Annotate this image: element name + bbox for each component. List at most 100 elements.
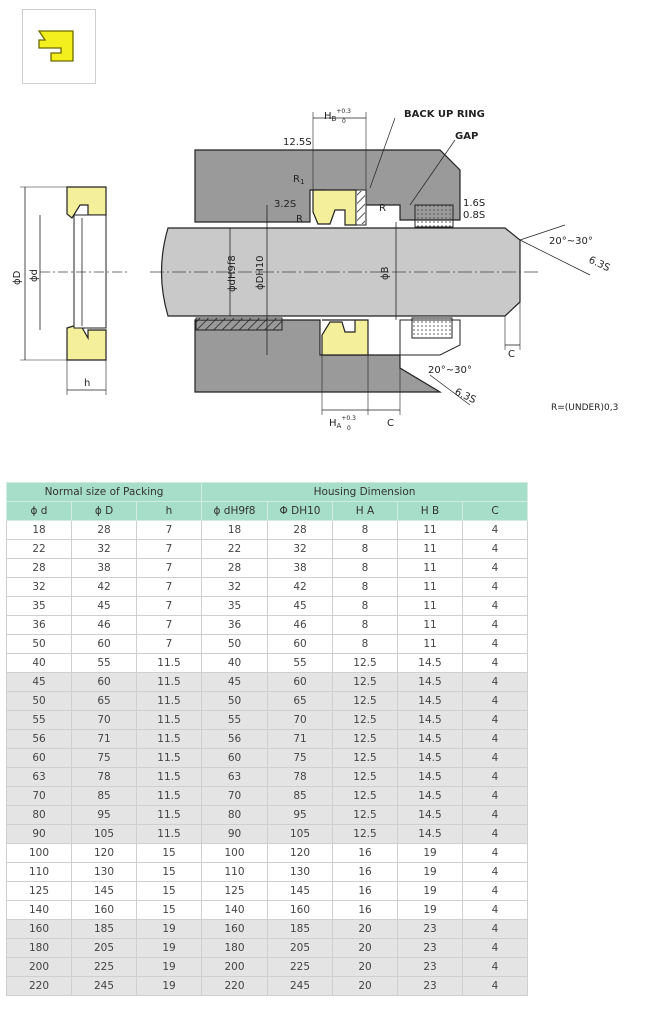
column-header: Φ DH10 bbox=[267, 501, 333, 521]
table-cell: 14.5 bbox=[397, 748, 463, 768]
table-cell: 11 bbox=[397, 634, 463, 654]
table-cell: 12.5 bbox=[332, 672, 398, 692]
table-cell: 205 bbox=[267, 938, 333, 958]
table-cell: 7 bbox=[136, 520, 202, 540]
table-cell: 23 bbox=[397, 938, 463, 958]
table-cell: 55 bbox=[201, 710, 268, 730]
table-cell: 180 bbox=[201, 938, 268, 958]
table-cell: 4 bbox=[462, 805, 528, 825]
table-cell: 45 bbox=[6, 672, 72, 692]
table-cell: 7 bbox=[136, 558, 202, 578]
table-cell: 32 bbox=[6, 577, 72, 597]
table-cell: 125 bbox=[201, 881, 268, 901]
table-cell: 75 bbox=[267, 748, 333, 768]
column-header: ϕ d bbox=[6, 501, 72, 521]
table-cell: 4 bbox=[462, 843, 528, 863]
table-cell: 4 bbox=[462, 729, 528, 749]
table-cell: 11.5 bbox=[136, 748, 202, 768]
table-cell: 60 bbox=[267, 672, 333, 692]
table-cell: 4 bbox=[462, 938, 528, 958]
table-cell: 70 bbox=[6, 786, 72, 806]
column-header: C bbox=[462, 501, 528, 521]
table-cell: 56 bbox=[6, 729, 72, 749]
surface-32-label: 3.2S bbox=[274, 199, 296, 210]
column-header: ϕ D bbox=[71, 501, 137, 521]
table-cell: 56 bbox=[201, 729, 268, 749]
table-cell: 15 bbox=[136, 862, 202, 882]
table-cell: 19 bbox=[136, 919, 202, 939]
table-cell: 12.5 bbox=[332, 767, 398, 787]
table-cell: 78 bbox=[267, 767, 333, 787]
table-cell: 23 bbox=[397, 976, 463, 996]
table-cell: 19 bbox=[397, 881, 463, 901]
surface-16-label: 1.6S bbox=[463, 198, 485, 209]
table-cell: 14.5 bbox=[397, 786, 463, 806]
table-cell: 11 bbox=[397, 520, 463, 540]
table-cell: 11.5 bbox=[136, 710, 202, 730]
table-cell: 125 bbox=[6, 881, 72, 901]
surface-08-label: 0.8S bbox=[463, 210, 485, 221]
table-cell: 19 bbox=[136, 976, 202, 996]
table-cell: 110 bbox=[201, 862, 268, 882]
table-cell: 8 bbox=[332, 577, 398, 597]
table-cell: 20 bbox=[332, 976, 398, 996]
surface-125-label: 12.5S bbox=[283, 137, 312, 148]
table-cell: 22 bbox=[201, 539, 268, 559]
table-cell: 28 bbox=[267, 520, 333, 540]
r1-label: R1 bbox=[293, 174, 304, 186]
table-cell: 63 bbox=[6, 767, 72, 787]
table-cell: 200 bbox=[201, 957, 268, 977]
table-cell: 7 bbox=[136, 577, 202, 597]
table-cell: 11.5 bbox=[136, 824, 202, 844]
h-label: h bbox=[84, 378, 90, 389]
table-cell: 15 bbox=[136, 843, 202, 863]
table-cell: 63 bbox=[201, 767, 268, 787]
table-cell: 36 bbox=[6, 615, 72, 635]
phi-d-outer-label: ϕD bbox=[12, 270, 23, 285]
table-cell: 4 bbox=[462, 957, 528, 977]
table-cell: 46 bbox=[71, 615, 137, 635]
column-header: ϕ dH9f8 bbox=[201, 501, 268, 521]
table-cell: 4 bbox=[462, 577, 528, 597]
table-cell: 19 bbox=[397, 862, 463, 882]
table-cell: 38 bbox=[71, 558, 137, 578]
table-cell: 55 bbox=[6, 710, 72, 730]
table-cell: 16 bbox=[332, 900, 398, 920]
table-cell: 19 bbox=[136, 938, 202, 958]
table-cell: 4 bbox=[462, 634, 528, 654]
table-cell: 85 bbox=[267, 786, 333, 806]
table-cell: 160 bbox=[71, 900, 137, 920]
table-cell: 18 bbox=[201, 520, 268, 540]
table-cell: 55 bbox=[71, 653, 137, 673]
table-cell: 60 bbox=[267, 634, 333, 654]
column-header-row: ϕ d ϕ D h ϕ dH9f8 Φ DH10 H A H B C bbox=[6, 501, 528, 521]
back-up-ring-label: BACK UP RING bbox=[404, 109, 485, 120]
table-cell: 130 bbox=[267, 862, 333, 882]
table-cell: 80 bbox=[6, 805, 72, 825]
table-cell: 50 bbox=[201, 634, 268, 654]
phi-d-inner-label: ϕd bbox=[29, 269, 40, 282]
table-cell: 55 bbox=[267, 653, 333, 673]
table-cell: 11 bbox=[397, 615, 463, 635]
angle-top-label: 20°~30° bbox=[549, 236, 593, 247]
table-cell: 60 bbox=[201, 748, 268, 768]
table-cell: 14.5 bbox=[397, 710, 463, 730]
table-cell: 35 bbox=[6, 596, 72, 616]
table-cell: 4 bbox=[462, 558, 528, 578]
table-cell: 35 bbox=[201, 596, 268, 616]
gap-label: GAP bbox=[455, 131, 478, 142]
table-cell: 4 bbox=[462, 767, 528, 787]
table-cell: 4 bbox=[462, 824, 528, 844]
table-cell: 19 bbox=[397, 843, 463, 863]
table-cell: 120 bbox=[71, 843, 137, 863]
table-cell: 12.5 bbox=[332, 748, 398, 768]
